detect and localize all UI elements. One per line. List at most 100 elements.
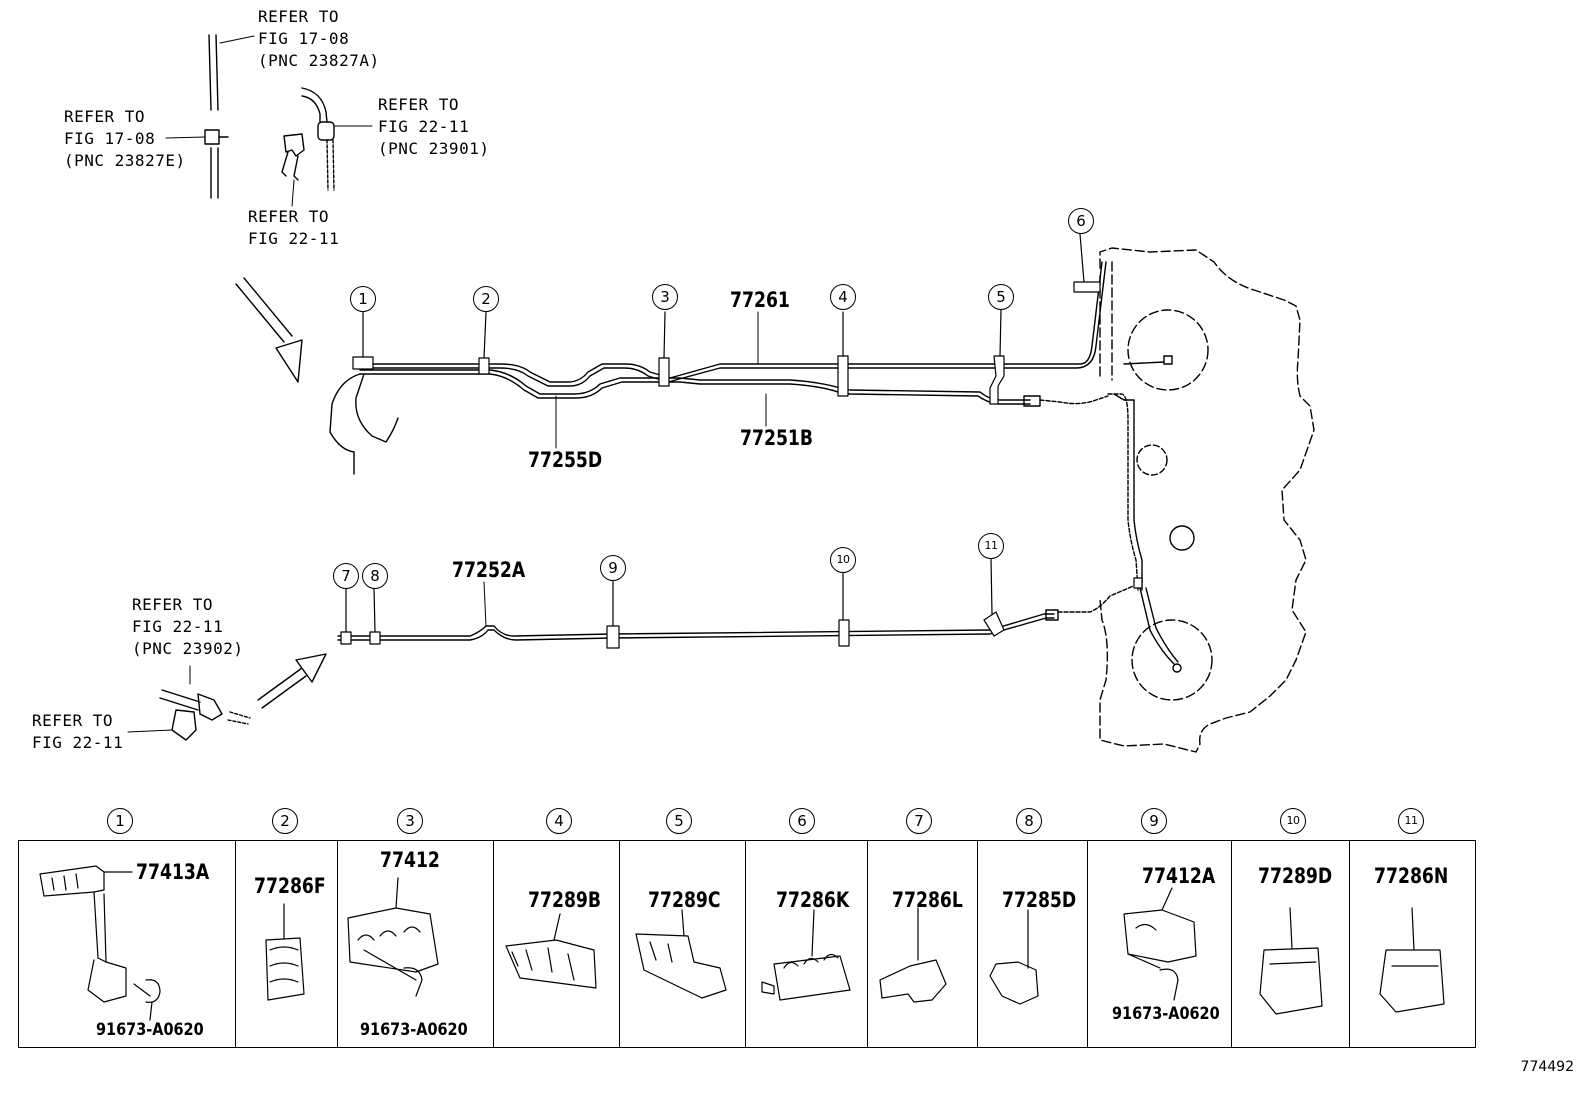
part-number-77252A: 77252A <box>452 558 526 582</box>
reference-fig-22-11-clip: REFER TO FIG 22-11 <box>248 206 339 250</box>
table-callout-6: 6 <box>789 808 815 834</box>
part-number-77289D: 77289D <box>1258 864 1333 888</box>
fuel-tank-outline <box>1099 247 1315 753</box>
ref-line: FIG 22-11 <box>132 617 224 636</box>
table-divider <box>1087 841 1088 1047</box>
part-77412-drawing <box>347 877 439 997</box>
connector-tank-upper <box>1023 393 1143 591</box>
table-divider <box>337 841 338 1047</box>
table-divider <box>619 841 620 1047</box>
callout-7: 7 <box>333 563 359 589</box>
part-number-77286L: 77286L <box>892 888 963 912</box>
table-callout-11: 11 <box>1398 808 1424 834</box>
table-callout-8: 8 <box>1016 808 1042 834</box>
callout-10: 10 <box>830 547 856 573</box>
tube-77252A <box>337 583 1139 641</box>
tube-77255D-77251B <box>359 369 1031 405</box>
tank-port-middle <box>1136 444 1195 551</box>
reference-fig-22-11-23901: REFER TO FIG 22-11 (PNC 23901) <box>378 94 489 160</box>
part-77286K-drawing <box>761 909 851 1001</box>
part-number-77412A: 77412A <box>1142 864 1216 888</box>
tank-sender-upper <box>1123 309 1209 391</box>
part-77286L-drawing <box>879 907 947 1003</box>
fuel-hose-upper-left <box>204 34 229 199</box>
hose-connector-lower <box>159 689 251 741</box>
tube-77261 <box>359 261 1107 387</box>
fuel-hose-end <box>329 373 399 475</box>
tank-sender-lower <box>1131 587 1213 701</box>
ref-line: FIG 22-11 <box>378 117 470 136</box>
table-divider <box>1231 841 1232 1047</box>
parts-table <box>18 840 1476 1048</box>
ref-line: REFER TO <box>32 711 114 730</box>
part-number-91673-A0620: 91673-A0620 <box>96 1020 204 1040</box>
part-77413A-drawing <box>39 865 161 1021</box>
part-number-77412: 77412 <box>380 848 440 872</box>
table-divider <box>867 841 868 1047</box>
table-divider <box>745 841 746 1047</box>
reference-leaders <box>127 35 373 733</box>
part-number-77289B: 77289B <box>528 888 602 912</box>
part-number-77286K: 77286K <box>776 888 850 912</box>
part-number-91673-A0620: 91673-A0620 <box>360 1020 468 1040</box>
part-number-77286N: 77286N <box>1374 864 1449 888</box>
reference-fig-17-08-23827e: REFER TO FIG 17-08 (PNC 23827E) <box>64 106 186 172</box>
callout-3: 3 <box>652 284 678 310</box>
part-number-77251B: 77251B <box>740 426 814 450</box>
part-number-77255D: 77255D <box>528 448 603 472</box>
direction-arrow-lower <box>257 653 327 709</box>
table-divider <box>1349 841 1350 1047</box>
ref-line: REFER TO <box>248 207 330 226</box>
part-number-77285D: 77285D <box>1002 888 1077 912</box>
part-77412A-drawing <box>1123 887 1197 1001</box>
callout-6: 6 <box>1068 208 1094 234</box>
part-illustrations <box>39 865 1445 1021</box>
callout-8: 8 <box>362 563 388 589</box>
ref-line: REFER TO <box>258 7 340 26</box>
tube-label-leaders <box>483 311 767 627</box>
direction-arrow-upper <box>235 277 303 383</box>
part-77289D-drawing <box>1259 907 1323 1015</box>
table-callout-10: 10 <box>1280 808 1306 834</box>
ref-line: FIG 17-08 <box>258 29 350 48</box>
reference-fig-22-11-lower: REFER TO FIG 22-11 <box>32 710 123 754</box>
table-callout-4: 4 <box>546 808 572 834</box>
table-callout-2: 2 <box>272 808 298 834</box>
reference-fig-22-11-23902: REFER TO FIG 22-11 (PNC 23902) <box>132 594 243 660</box>
reference-fig-17-08-23827a: REFER TO FIG 17-08 (PNC 23827A) <box>258 6 380 72</box>
ref-line: (PNC 23901) <box>378 139 490 158</box>
callout-5: 5 <box>988 284 1014 310</box>
table-callout-7: 7 <box>906 808 932 834</box>
part-77289B-drawing <box>505 913 597 989</box>
ref-line: REFER TO <box>64 107 146 126</box>
part-number-91673-A0620: 91673-A0620 <box>1112 1004 1220 1024</box>
hose-clip-upper <box>281 133 305 181</box>
part-77285D-drawing <box>989 909 1039 1005</box>
part-number-77413A: 77413A <box>136 860 210 884</box>
ref-line: FIG 22-11 <box>32 733 124 752</box>
part-number-77286F: 77286F <box>254 874 326 898</box>
callout-9: 9 <box>600 555 626 581</box>
table-divider <box>235 841 236 1047</box>
part-77289C-drawing <box>635 909 727 999</box>
ref-line: (PNC 23827A) <box>258 51 380 70</box>
part-77286N-drawing <box>1379 907 1445 1013</box>
ref-line: REFER TO <box>132 595 214 614</box>
part-number-77289C: 77289C <box>648 888 721 912</box>
table-callout-3: 3 <box>397 808 423 834</box>
callout-2: 2 <box>473 286 499 312</box>
callout-11: 11 <box>978 533 1004 559</box>
table-callout-1: 1 <box>107 808 133 834</box>
table-divider <box>493 841 494 1047</box>
ref-line: FIG 17-08 <box>64 129 156 148</box>
table-divider <box>977 841 978 1047</box>
part-77286F-drawing <box>265 903 305 1001</box>
clamp-markers <box>340 233 1143 649</box>
table-callout-5: 5 <box>666 808 692 834</box>
ref-line: FIG 22-11 <box>248 229 340 248</box>
part-number-77261: 77261 <box>730 288 790 312</box>
ref-line: REFER TO <box>378 95 460 114</box>
table-callout-9: 9 <box>1141 808 1167 834</box>
callout-4: 4 <box>830 284 856 310</box>
